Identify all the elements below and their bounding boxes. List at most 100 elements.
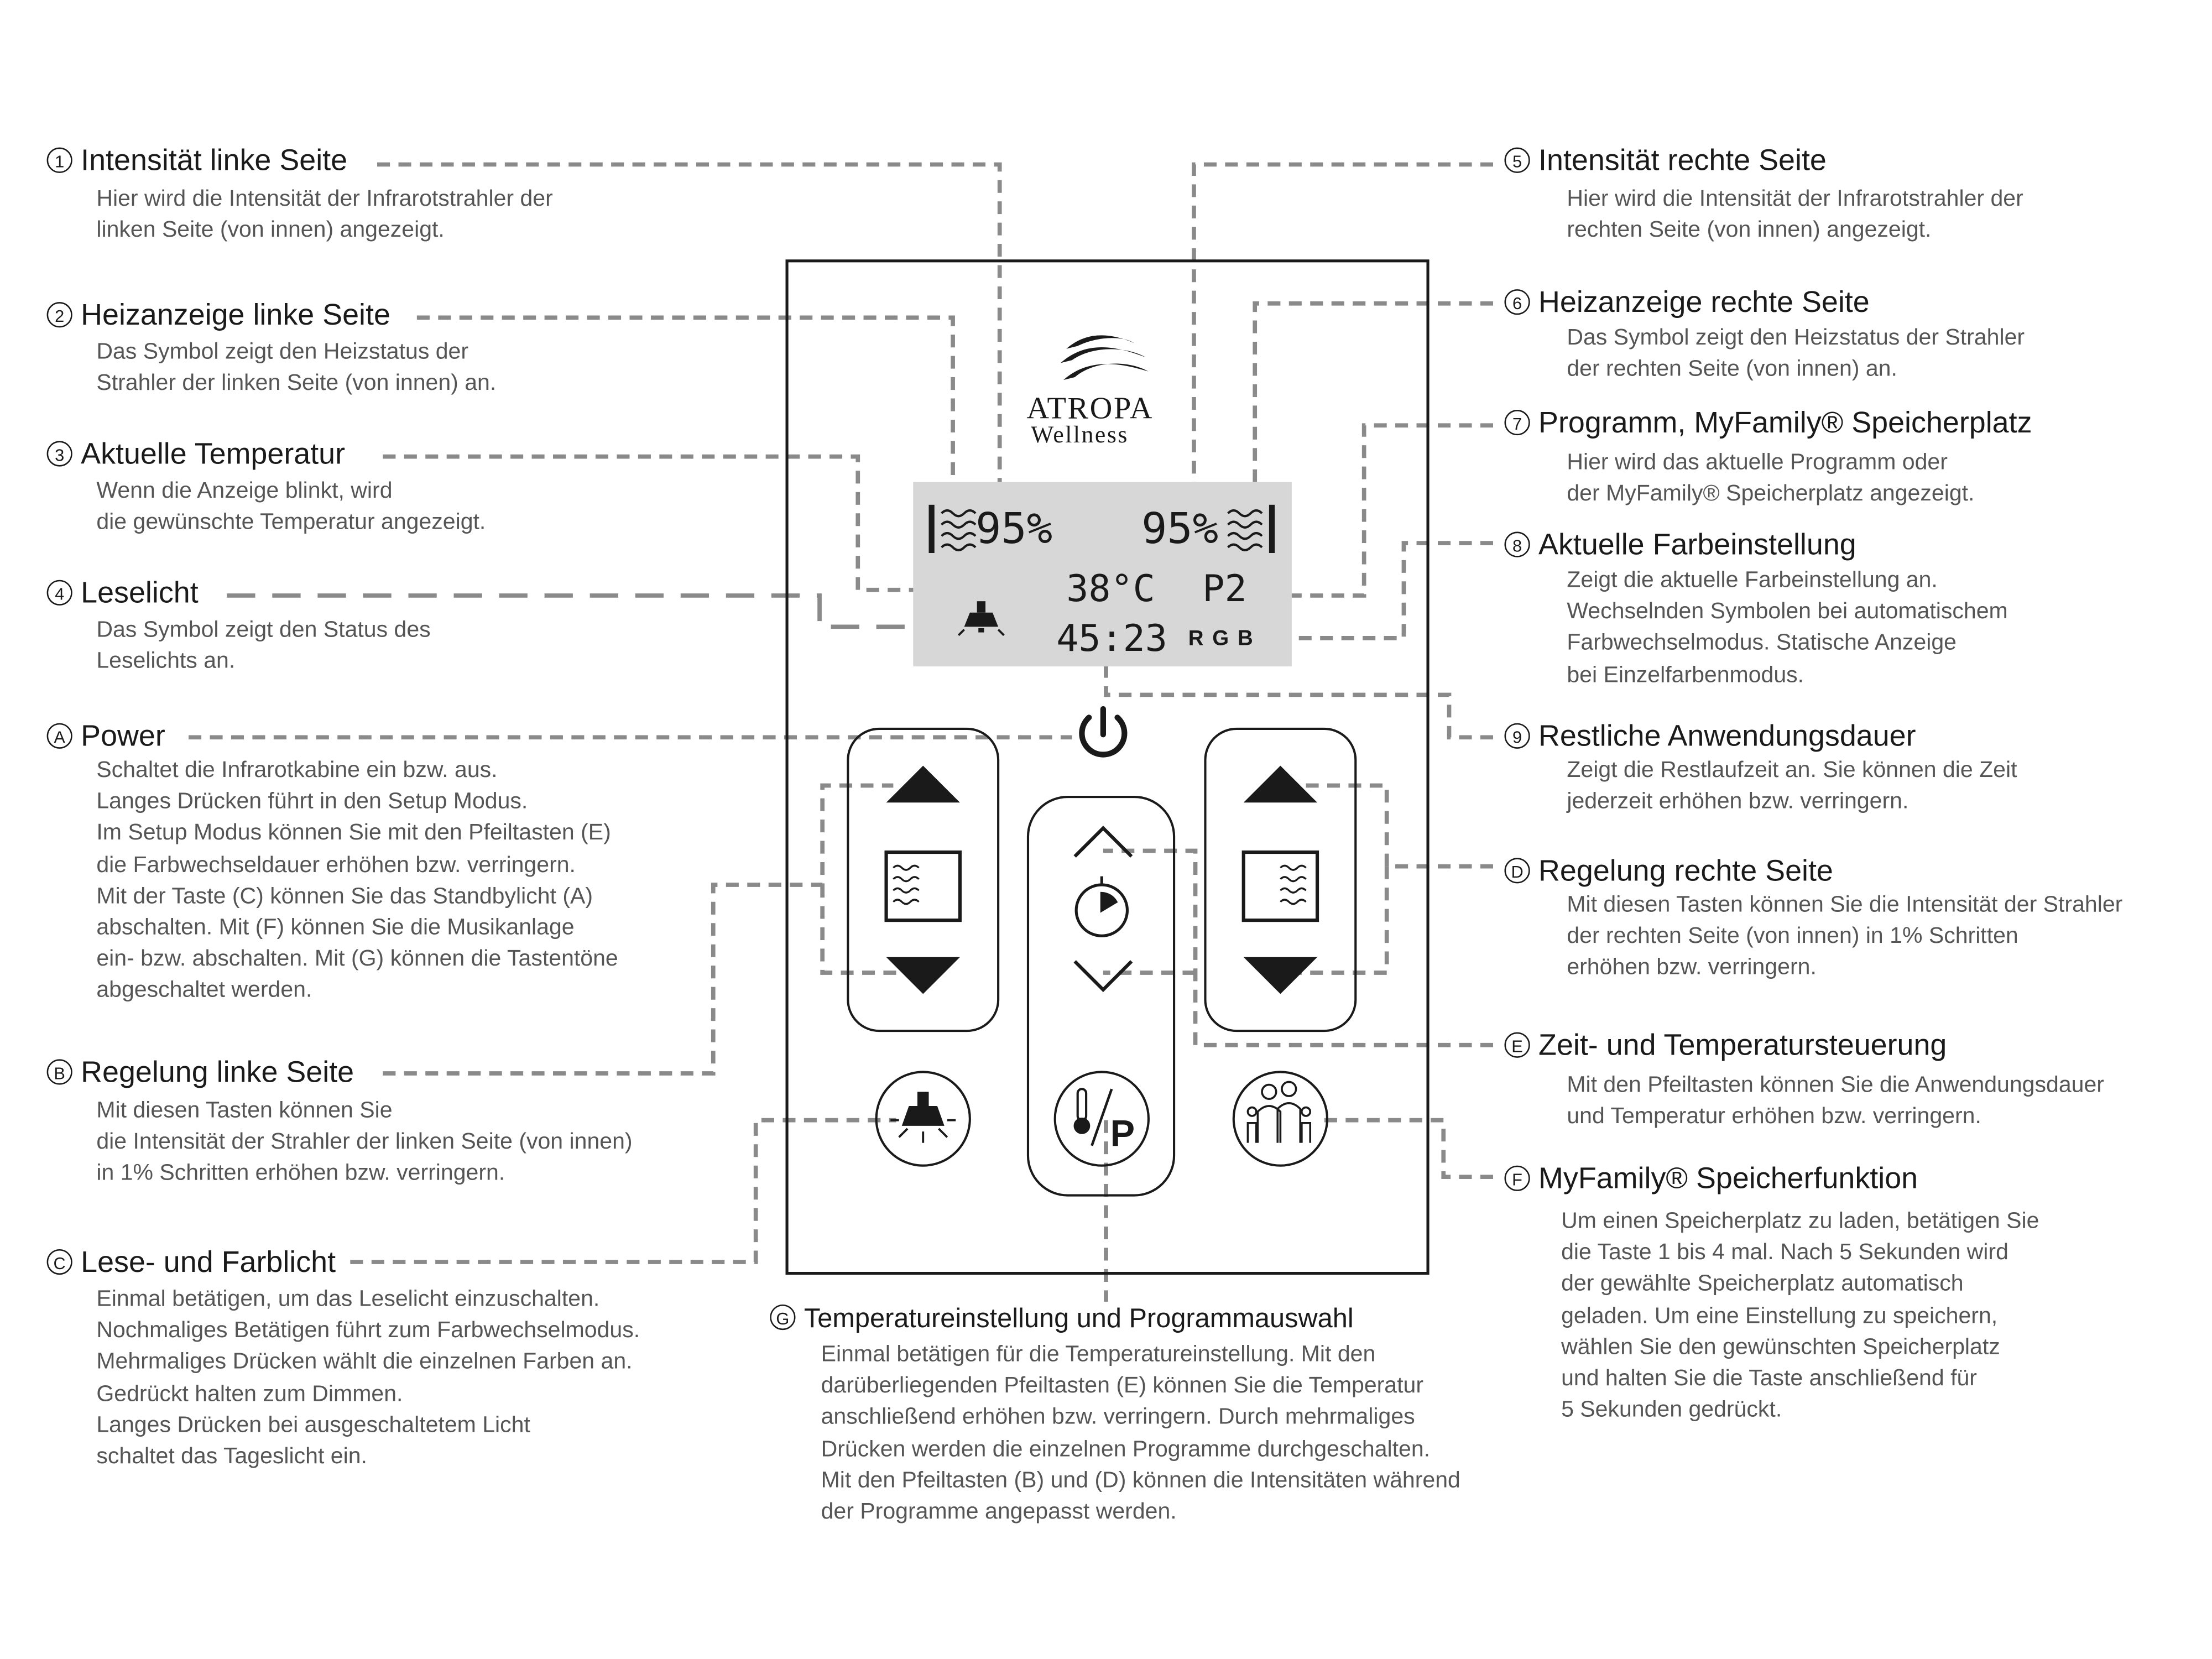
callout-4-desc: Das Symbol zeigt den Status des Leselich… xyxy=(96,618,431,674)
display-left-intensity: 95% xyxy=(975,504,1053,555)
display-color: R G B xyxy=(1188,627,1255,651)
callout-D-marker: D xyxy=(1504,858,1530,884)
leader-line-D xyxy=(1283,783,1493,869)
callout-A-desc: Schaltet die Infrarotkabine ein bzw. aus… xyxy=(96,758,618,1003)
power-button[interactable] xyxy=(1079,706,1128,758)
leader-line-4 xyxy=(227,593,967,629)
callout-C-marker: C xyxy=(46,1249,72,1275)
callout-1-desc: Hier wird die Intensität der Infrarotstr… xyxy=(96,187,553,243)
callout-C-desc: Einmal betätigen, um das Leselicht einzu… xyxy=(96,1287,640,1469)
brand-name: ATROPA xyxy=(1026,390,1154,426)
left-heater-icon xyxy=(884,850,962,922)
callout-3-desc: Wenn die Anzeige blinkt, wird die gewüns… xyxy=(96,479,486,535)
callout-8-marker: 8 xyxy=(1504,531,1530,557)
display-right-intensity: 95% xyxy=(1141,504,1219,555)
callout-9-desc: Zeigt die Restlaufzeit an. Sie können di… xyxy=(1567,758,2017,815)
callout-6-title: 6 Heizanzeige rechte Seite xyxy=(1504,286,1870,319)
heat-bar-right xyxy=(1269,504,1275,553)
leader-line-E xyxy=(1103,848,1493,1047)
callout-9-title: 9 Restliche Anwendungsdauer xyxy=(1504,720,1916,753)
callout-7-desc: Hier wird das aktuelle Programm oder der… xyxy=(1567,451,1975,507)
callout-B-label: Regelung linke Seite xyxy=(81,1056,354,1089)
callout-E-label: Zeit- und Temperatursteuerung xyxy=(1538,1029,1947,1062)
callout-3-label: Aktuelle Temperatur xyxy=(81,438,346,471)
leader-line-B2 xyxy=(820,884,915,975)
callout-5-desc: Hier wird die Intensität der Infrarotstr… xyxy=(1567,187,2023,243)
left-up-button[interactable] xyxy=(886,765,960,803)
callout-5-marker: 5 xyxy=(1504,147,1530,173)
callout-G-desc: Einmal betätigen für die Temperatureinst… xyxy=(821,1343,1460,1525)
reading-light-status-icon xyxy=(957,601,1005,637)
callout-3-title: 3 Aktuelle Temperatur xyxy=(46,438,346,471)
program-p-icon: P xyxy=(1110,1113,1135,1154)
callout-B-desc: Mit diesen Tasten können Sie die Intensi… xyxy=(96,1099,633,1186)
callout-9-marker: 9 xyxy=(1504,723,1530,749)
myfamily-button[interactable] xyxy=(1232,1071,1329,1167)
callout-D-desc: Mit diesen Tasten können Sie die Intensi… xyxy=(1567,893,2123,980)
temp-program-button[interactable]: P xyxy=(1053,1071,1150,1167)
callout-E-marker: E xyxy=(1504,1032,1530,1058)
time-temp-up-button[interactable] xyxy=(1073,826,1133,858)
brand-sub: Wellness xyxy=(1031,421,1129,448)
callout-F-label: MyFamily® Speicherfunktion xyxy=(1538,1162,1918,1196)
leader-line-5 xyxy=(1192,162,1493,536)
leader-line-6 xyxy=(1253,301,1493,511)
heat-waves-right-icon xyxy=(1227,509,1263,551)
callout-G-label: Temperatureinstellung und Programmauswah… xyxy=(804,1304,1354,1334)
heat-waves-left-icon xyxy=(941,509,977,551)
leader-line-9 xyxy=(1104,655,1493,740)
callout-2-marker: 2 xyxy=(46,302,72,328)
family-icon xyxy=(1246,1081,1312,1143)
callout-A-title: A Power xyxy=(46,720,165,753)
leader-line-F xyxy=(1318,1118,1493,1180)
callout-1-title: 1 Intensität linke Seite xyxy=(46,144,348,178)
callout-6-marker: 6 xyxy=(1504,289,1530,315)
heat-bar-left xyxy=(928,504,935,553)
right-heater-icon xyxy=(1241,850,1319,922)
callout-5-label: Intensität rechte Seite xyxy=(1538,144,1827,178)
light-button[interactable] xyxy=(875,1071,971,1167)
right-up-button[interactable] xyxy=(1243,765,1318,803)
leader-line-8 xyxy=(1262,541,1493,640)
leader-line-C xyxy=(350,1118,896,1264)
callout-9-label: Restliche Anwendungsdauer xyxy=(1538,720,1916,753)
left-down-button[interactable] xyxy=(886,957,960,994)
callout-6-desc: Das Symbol zeigt den Heizstatus der Stra… xyxy=(1567,326,2025,382)
display-temperature: 38°C xyxy=(1066,568,1155,612)
callout-7-marker: 7 xyxy=(1504,410,1530,436)
leader-line-1 xyxy=(377,162,1002,536)
callout-1-marker: 1 xyxy=(46,147,72,173)
callout-A-label: Power xyxy=(81,720,165,753)
right-control-panel xyxy=(1204,727,1357,1032)
callout-8-label: Aktuelle Farbeinstellung xyxy=(1538,529,1856,562)
timer-icon xyxy=(1074,876,1129,937)
callout-1-label: Intensität linke Seite xyxy=(81,144,348,178)
callout-C-label: Lese- und Farblicht xyxy=(81,1246,336,1279)
light-bulb-icon xyxy=(890,1092,956,1143)
callout-E-title: E Zeit- und Temperatursteuerung xyxy=(1504,1029,1947,1062)
callout-F-marker: F xyxy=(1504,1165,1530,1191)
callout-6-label: Heizanzeige rechte Seite xyxy=(1538,286,1870,319)
callout-4-marker: 4 xyxy=(46,580,72,606)
time-temp-down-button[interactable] xyxy=(1073,960,1133,993)
callout-2-label: Heizanzeige linke Seite xyxy=(81,299,390,332)
middle-control-panel xyxy=(1026,795,1176,1197)
callout-D-label: Regelung rechte Seite xyxy=(1538,855,1833,888)
display-time: 45:23 xyxy=(1056,618,1167,661)
callout-E-desc: Mit den Pfeiltasten können Sie die Anwen… xyxy=(1567,1073,2104,1129)
callout-8-desc: Zeigt die aktuelle Farbeinstellung an. W… xyxy=(1567,568,2008,687)
callout-F-title: F MyFamily® Speicherfunktion xyxy=(1504,1162,1918,1196)
callout-B-title: B Regelung linke Seite xyxy=(46,1056,354,1089)
callout-B-marker: B xyxy=(46,1059,72,1085)
callout-2-title: 2 Heizanzeige linke Seite xyxy=(46,299,390,332)
leader-line-D2 xyxy=(1283,866,1389,975)
callout-4-label: Leselicht xyxy=(81,577,199,610)
callout-5-title: 5 Intensität rechte Seite xyxy=(1504,144,1827,178)
callout-D-title: D Regelung rechte Seite xyxy=(1504,855,1833,888)
callout-A-marker: A xyxy=(46,723,72,749)
callout-3-marker: 3 xyxy=(46,441,72,467)
right-down-button[interactable] xyxy=(1243,957,1318,994)
